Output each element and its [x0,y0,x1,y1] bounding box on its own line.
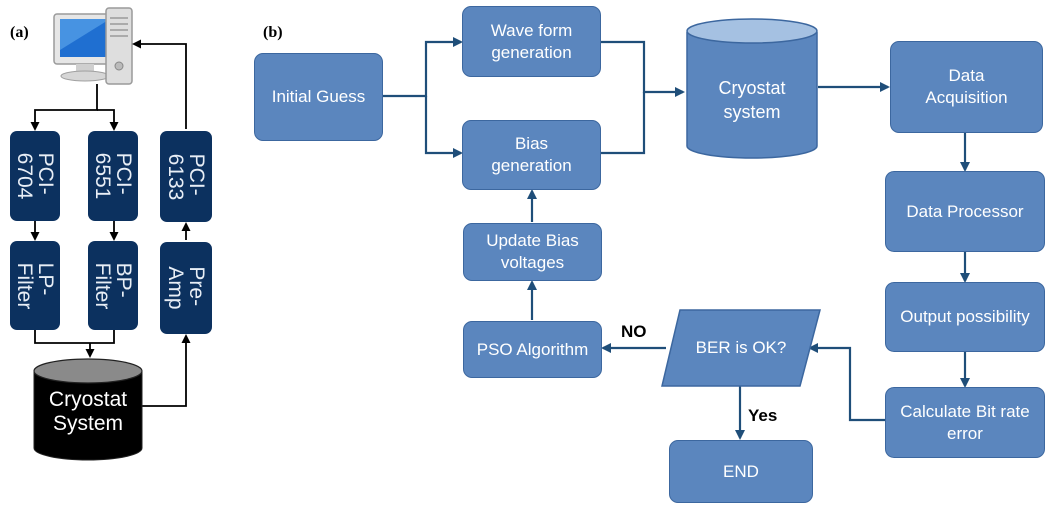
output-possibility-label: Output possibility [900,307,1030,326]
ber-decision-shape [661,309,821,387]
ber-ok-label: BER is OK? [695,338,787,357]
pci-6704-card: PCI- 6704 [10,131,60,221]
calculate-ber-box: Calculate Bit rate error [885,387,1045,458]
lp-filter-card: LP- Filter [10,241,60,330]
wave-form-box: Wave form generation [462,6,601,77]
bp-filter-label: BP- Filter [91,262,135,309]
end-box: END [669,440,813,503]
pso-algorithm-box: PSO Algorithm [463,321,602,378]
update-bias-label: Update Bias voltages [486,231,579,272]
pre-amp-card: Pre- Amp [160,242,212,334]
pci-6704-label: PCI- 6704 [13,152,57,200]
cryostat-cylinder-b [686,18,818,159]
bp-filter-card: BP- Filter [88,241,138,330]
data-acquisition-box: Data Acquisition [890,41,1043,133]
yes-edge-label: Yes [748,406,778,425]
desktop-computer-icon [53,7,133,85]
end-label: END [723,461,759,481]
data-processor-label: Data Processor [906,201,1024,221]
lp-filter-label: LP- Filter [13,262,57,309]
data-acquisition-label: Data Acquisition [925,66,1008,107]
wave-form-label: Wave form generation [490,20,573,62]
pci-6133-label: PCI- 6133 [164,153,208,200]
pso-algorithm-label: PSO Algorithm [476,339,589,359]
pci-6551-label: PCI- 6551 [91,152,135,200]
update-bias-box: Update Bias voltages [463,223,602,281]
output-possibility-box: Output possibility [885,282,1045,352]
pre-amp-label: Pre- Amp [164,266,208,310]
no-edge-label: NO [621,322,647,341]
pci-6133-card: PCI- 6133 [160,131,212,222]
panel-a-label: (a) [10,24,29,41]
pci-6551-card: PCI- 6551 [88,131,138,221]
initial-guess-box: Initial Guess [254,53,383,141]
cryostat-b-label: Cryostat system [718,78,786,122]
bias-generation-box: Bias generation [462,120,601,190]
data-processor-box: Data Processor [885,171,1045,252]
cryostat-a-label: Cryostat System [48,388,128,435]
calculate-ber-label: Calculate Bit rate error [900,401,1030,443]
cryostat-cylinder-a [33,358,143,461]
bias-generation-label: Bias generation [491,134,572,175]
initial-guess-label: Initial Guess [271,87,366,106]
panel-b-label: (b) [263,24,283,41]
